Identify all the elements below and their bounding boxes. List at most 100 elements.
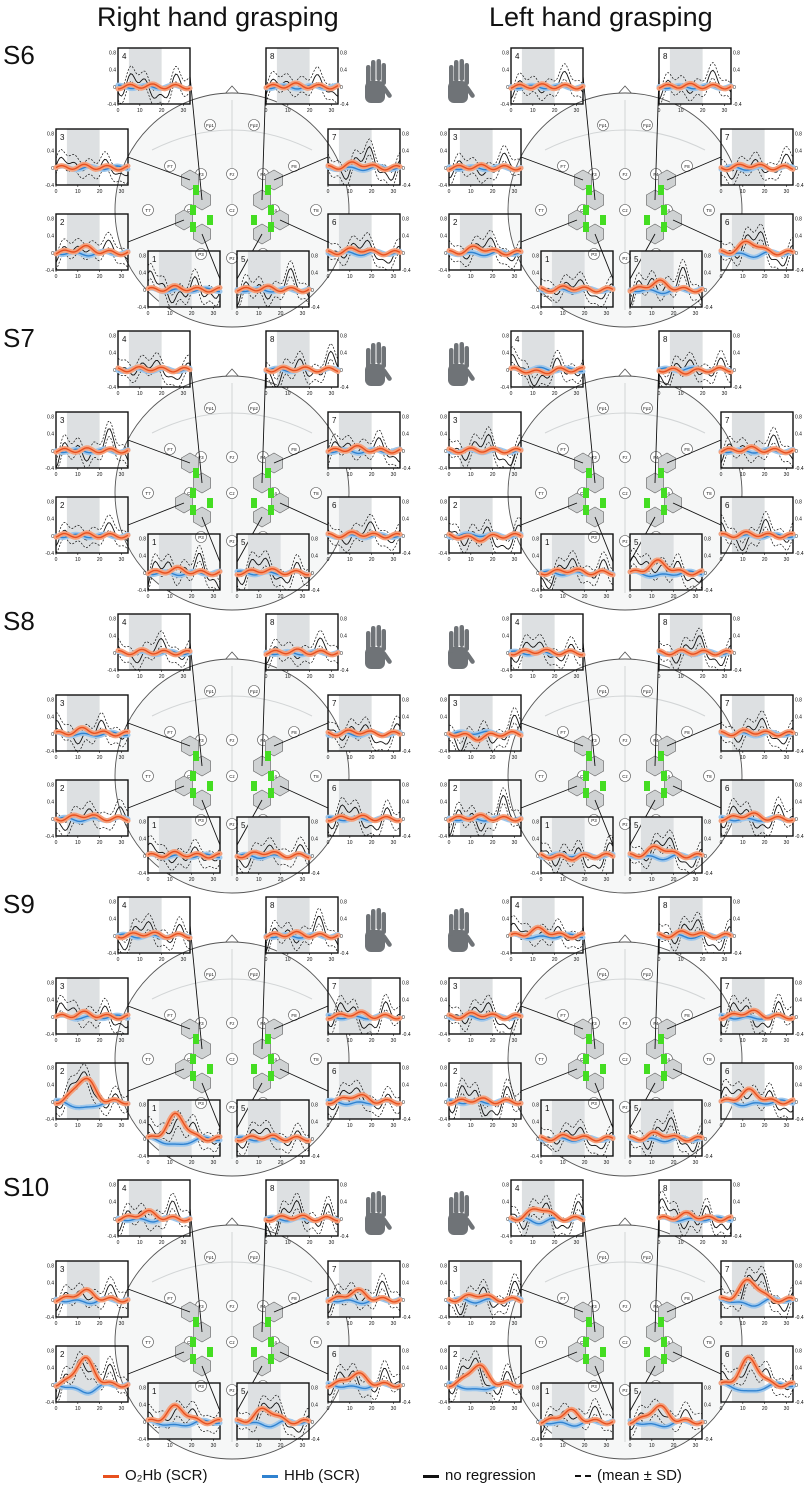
x-tick-label: 10	[678, 674, 684, 680]
task-period-shade	[247, 1100, 281, 1156]
y-tick-label: 0.8	[704, 1385, 711, 1391]
y-tick-label: 0.4	[139, 554, 146, 560]
x-tick-label: 20	[762, 472, 768, 478]
electrode-label: C4	[271, 774, 277, 779]
y-tick-label: -0.4	[795, 551, 804, 557]
x-tick-label: 30	[391, 1406, 397, 1412]
connector-line	[520, 1351, 578, 1375]
y-tick-label: 0.4	[139, 271, 146, 277]
electrode-fz	[226, 1017, 238, 1029]
panel-frame	[629, 1099, 703, 1157]
y-tick-label: -0.4	[795, 1315, 804, 1321]
y-tick-label: 0.8	[440, 216, 447, 222]
electrode-label: Cz	[622, 1340, 628, 1345]
channel-number-label: 6	[332, 1067, 337, 1076]
sd-lower-line	[56, 436, 129, 469]
task-period-shade	[66, 978, 100, 1034]
x-tick-label: 0	[236, 1443, 239, 1449]
electrode-label: Fz	[230, 738, 236, 743]
y-tick-label: 0	[311, 571, 314, 577]
sd-upper-line	[327, 1079, 401, 1103]
y-tick-label: 0.8	[47, 414, 54, 420]
channel-number-label: 1	[152, 821, 157, 830]
panel-frame	[55, 694, 129, 752]
y-tick-label: -0.4	[340, 1234, 349, 1240]
y-tick-label: 0.8	[795, 131, 802, 137]
task-period-shade	[338, 780, 372, 836]
left-hand-icon-s10	[448, 1191, 475, 1235]
optode-channel	[658, 468, 664, 478]
x-tick-label: 0	[448, 755, 451, 761]
electrode-fp1	[204, 1251, 216, 1263]
y-tick-label: -0.4	[438, 466, 447, 472]
sd-upper-line	[117, 352, 191, 373]
x-tick-label: 0	[540, 1443, 543, 1449]
y-tick-label: -0.4	[438, 1117, 447, 1123]
channel-number-label: 6	[332, 1350, 337, 1359]
no-regression-line	[448, 794, 522, 837]
o2hb-line	[720, 812, 794, 822]
x-tick-label: 0	[629, 877, 632, 883]
electrode-label: Fz	[623, 172, 629, 177]
channel-number-label: 6	[725, 1350, 730, 1359]
x-tick-label: 0	[629, 1443, 632, 1449]
sd-upper-line	[147, 262, 221, 296]
y-tick-label: 0.8	[795, 499, 802, 505]
y-tick-label: 0	[143, 854, 146, 860]
connector-line	[189, 1207, 203, 1333]
task-period-shade	[459, 129, 493, 185]
y-tick-label: 0.8	[402, 499, 409, 505]
y-tick-label: 0.8	[47, 131, 54, 137]
x-tick-label: 20	[278, 1160, 284, 1166]
y-tick-label: 0	[340, 85, 343, 91]
electrode-cz	[226, 487, 238, 499]
task-period-shade	[669, 1180, 703, 1236]
sd-upper-line	[327, 1360, 401, 1388]
y-tick-label: -0.4	[137, 305, 146, 311]
x-tick-label: 0	[327, 1406, 330, 1412]
sd-upper-line	[327, 429, 401, 455]
sd-lower-line	[510, 930, 584, 949]
hand-finger	[454, 909, 459, 931]
panel-frame	[327, 411, 401, 469]
y-tick-label: 0.8	[402, 697, 409, 703]
sd-lower-line	[266, 923, 339, 954]
electrode-t7	[535, 204, 547, 216]
x-tick-label: 20	[490, 274, 496, 280]
y-tick-label: 0.8	[704, 536, 711, 542]
x-tick-label: 20	[490, 1038, 496, 1044]
right-hand-group-s6: Fp1Fp2F7F3FzF4F8T7C3CzC4T8P3PzP410102030…	[45, 47, 411, 328]
panel-frame	[720, 213, 794, 271]
x-tick-label: 0	[117, 957, 120, 963]
x-tick-label: 20	[307, 391, 313, 397]
x-tick-label: 0	[448, 1038, 451, 1044]
x-tick-label: 30	[693, 877, 699, 883]
connector-line	[582, 641, 596, 767]
y-tick-label: 0	[143, 288, 146, 294]
task-period-shade	[459, 497, 493, 553]
x-tick-label: 30	[181, 957, 187, 963]
legend-hhb-swatch	[262, 1474, 278, 1478]
panel-frame	[236, 816, 310, 874]
task-period-shade	[338, 978, 372, 1034]
subject-label-s9: S9	[3, 889, 35, 919]
y-tick-label: 0.4	[704, 837, 711, 843]
sd-upper-line	[720, 1265, 794, 1305]
y-tick-label: 0.4	[47, 1281, 54, 1287]
connector-line	[127, 1005, 191, 1030]
sd-upper-line	[629, 259, 703, 301]
optode-channel	[190, 1071, 196, 1081]
x-tick-label: 0	[327, 557, 330, 563]
electrode-label: Cz	[229, 1057, 235, 1062]
x-tick-label: 10	[530, 674, 536, 680]
task-period-shade	[459, 412, 493, 468]
task-period-shade	[247, 817, 281, 873]
x-tick-label: 30	[512, 1123, 518, 1129]
electrode-label: T8	[706, 774, 712, 779]
y-tick-label: -0.4	[45, 749, 54, 755]
